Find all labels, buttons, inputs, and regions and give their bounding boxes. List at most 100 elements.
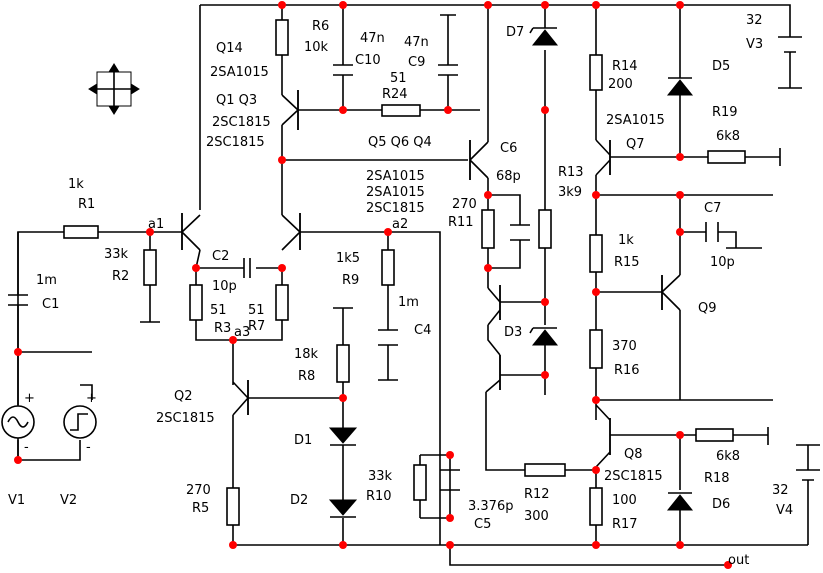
label-C9: C9 (408, 55, 425, 70)
label-D5: D5 (712, 59, 730, 74)
resistor-R12 (524, 463, 566, 477)
label-R19: R19 (712, 105, 738, 120)
label-C1-value: 1m (36, 273, 57, 288)
label-R11-value: 270 (452, 197, 477, 212)
label-Q9: Q9 (698, 301, 717, 316)
label-C4: C4 (414, 323, 431, 338)
capacitor-C4 (378, 329, 398, 346)
label-Q14: Q14 (216, 41, 243, 56)
component-labels: Q14 2SA1015 Q1 Q3 2SC1815 2SC1815 R6 10k… (8, 13, 793, 568)
label-Q1-Q3: Q1 Q3 (216, 93, 257, 108)
label-R6: R6 (312, 19, 329, 34)
zener-D3 (529, 327, 559, 346)
label-C10: C10 (355, 53, 381, 68)
v1-minus-sign: - (24, 440, 29, 455)
label-R10-value: 33k (368, 469, 393, 484)
resistor-R5 (226, 487, 240, 526)
label-D6: D6 (712, 497, 730, 512)
label-R12: R12 (524, 487, 550, 502)
diode-D1 (328, 427, 358, 446)
label-Q2-type: 2SC1815 (156, 411, 215, 426)
resistor-R9 (381, 249, 395, 286)
capacitor-C9 (438, 14, 458, 76)
battery-V4 (796, 444, 820, 481)
label-R24-value: 51 (390, 71, 407, 86)
resistor-R11 (481, 209, 495, 249)
resistor-R15 (589, 234, 603, 273)
diode-D2 (328, 499, 358, 518)
label-a3: a3 (234, 325, 250, 340)
capacitors (8, 14, 719, 491)
resistors (63, 19, 746, 526)
label-R16-value: 370 (612, 339, 637, 354)
label-R10: R10 (366, 489, 392, 504)
label-C9-value: 47n (404, 35, 429, 50)
resistor-R8 (336, 344, 350, 383)
resistor-R6 (275, 19, 289, 56)
label-R17-value: 100 (612, 493, 637, 508)
label-R13: R13 (558, 165, 584, 180)
capacitor-C10 (333, 64, 353, 76)
label-R2-value: 33k (104, 247, 129, 262)
label-R18: R18 (704, 471, 730, 486)
resistor-R7 (275, 284, 289, 321)
resistor-R2 (143, 249, 157, 286)
label-V2: V2 (60, 493, 77, 508)
v1-plus-sign: + (24, 391, 35, 406)
zener-D5 (666, 77, 694, 96)
resistor-R18 (695, 428, 734, 442)
label-R1: R1 (78, 197, 95, 212)
label-D1: D1 (294, 433, 312, 448)
zener-D7 (529, 27, 559, 46)
label-Q14-type: 2SA1015 (210, 65, 269, 80)
label-R19-value: 6k8 (716, 129, 740, 144)
capacitor-C1 (8, 232, 28, 352)
resistor-R13-series (538, 209, 552, 249)
resistor-R24 (381, 104, 421, 117)
label-R3: R3 (214, 321, 231, 336)
label-C10-value: 47n (360, 31, 385, 46)
label-R5-value: 270 (186, 483, 211, 498)
label-Q5-Q6-Q4: Q5 Q6 Q4 (368, 135, 432, 150)
label-D3: D3 (504, 325, 522, 340)
label-R24: R24 (382, 87, 408, 102)
pulse-source-icon: + - (63, 384, 97, 455)
label-V3: V3 (746, 37, 763, 52)
label-D7: D7 (506, 25, 524, 40)
label-R5: R5 (192, 501, 209, 516)
label-Q4-type: 2SC1815 (366, 201, 425, 216)
resistor-R10 (413, 464, 427, 501)
resistor-R14 (589, 54, 603, 91)
label-R7-value: 51 (248, 303, 265, 318)
capacitor-C2 (243, 258, 251, 278)
ac-source-icon (1, 405, 35, 439)
resistor-R19 (707, 150, 746, 164)
label-C7-value: 10p (710, 255, 735, 270)
label-a1: a1 (148, 217, 164, 232)
label-R14-value: 200 (608, 77, 633, 92)
label-Q6-type: 2SA1015 (366, 185, 425, 200)
label-C4-value: 1m (398, 295, 419, 310)
capacitor-C6 (510, 224, 530, 241)
resistor-R3 (189, 284, 203, 321)
label-R8: R8 (298, 369, 315, 384)
label-C2-value: 10p (212, 279, 237, 294)
capacitor-C7 (705, 222, 719, 242)
label-V1: V1 (8, 493, 25, 508)
junction-nodes (14, 1, 732, 569)
move-cursor-icon[interactable] (88, 63, 140, 115)
capacitor-C5 (440, 469, 460, 491)
label-R2: R2 (112, 269, 129, 284)
label-C5: C5 (474, 517, 491, 532)
label-R9-value: 1k5 (336, 251, 360, 266)
battery-V3 (778, 36, 802, 89)
label-R7: R7 (248, 319, 265, 334)
label-out: out (728, 553, 749, 568)
label-R15: R15 (614, 255, 640, 270)
label-R6-value: 10k (304, 40, 329, 55)
label-R11: R11 (448, 215, 474, 230)
label-R12-value: 300 (524, 509, 549, 524)
label-V4-value: 32 (772, 483, 789, 498)
label-R9: R9 (342, 273, 359, 288)
